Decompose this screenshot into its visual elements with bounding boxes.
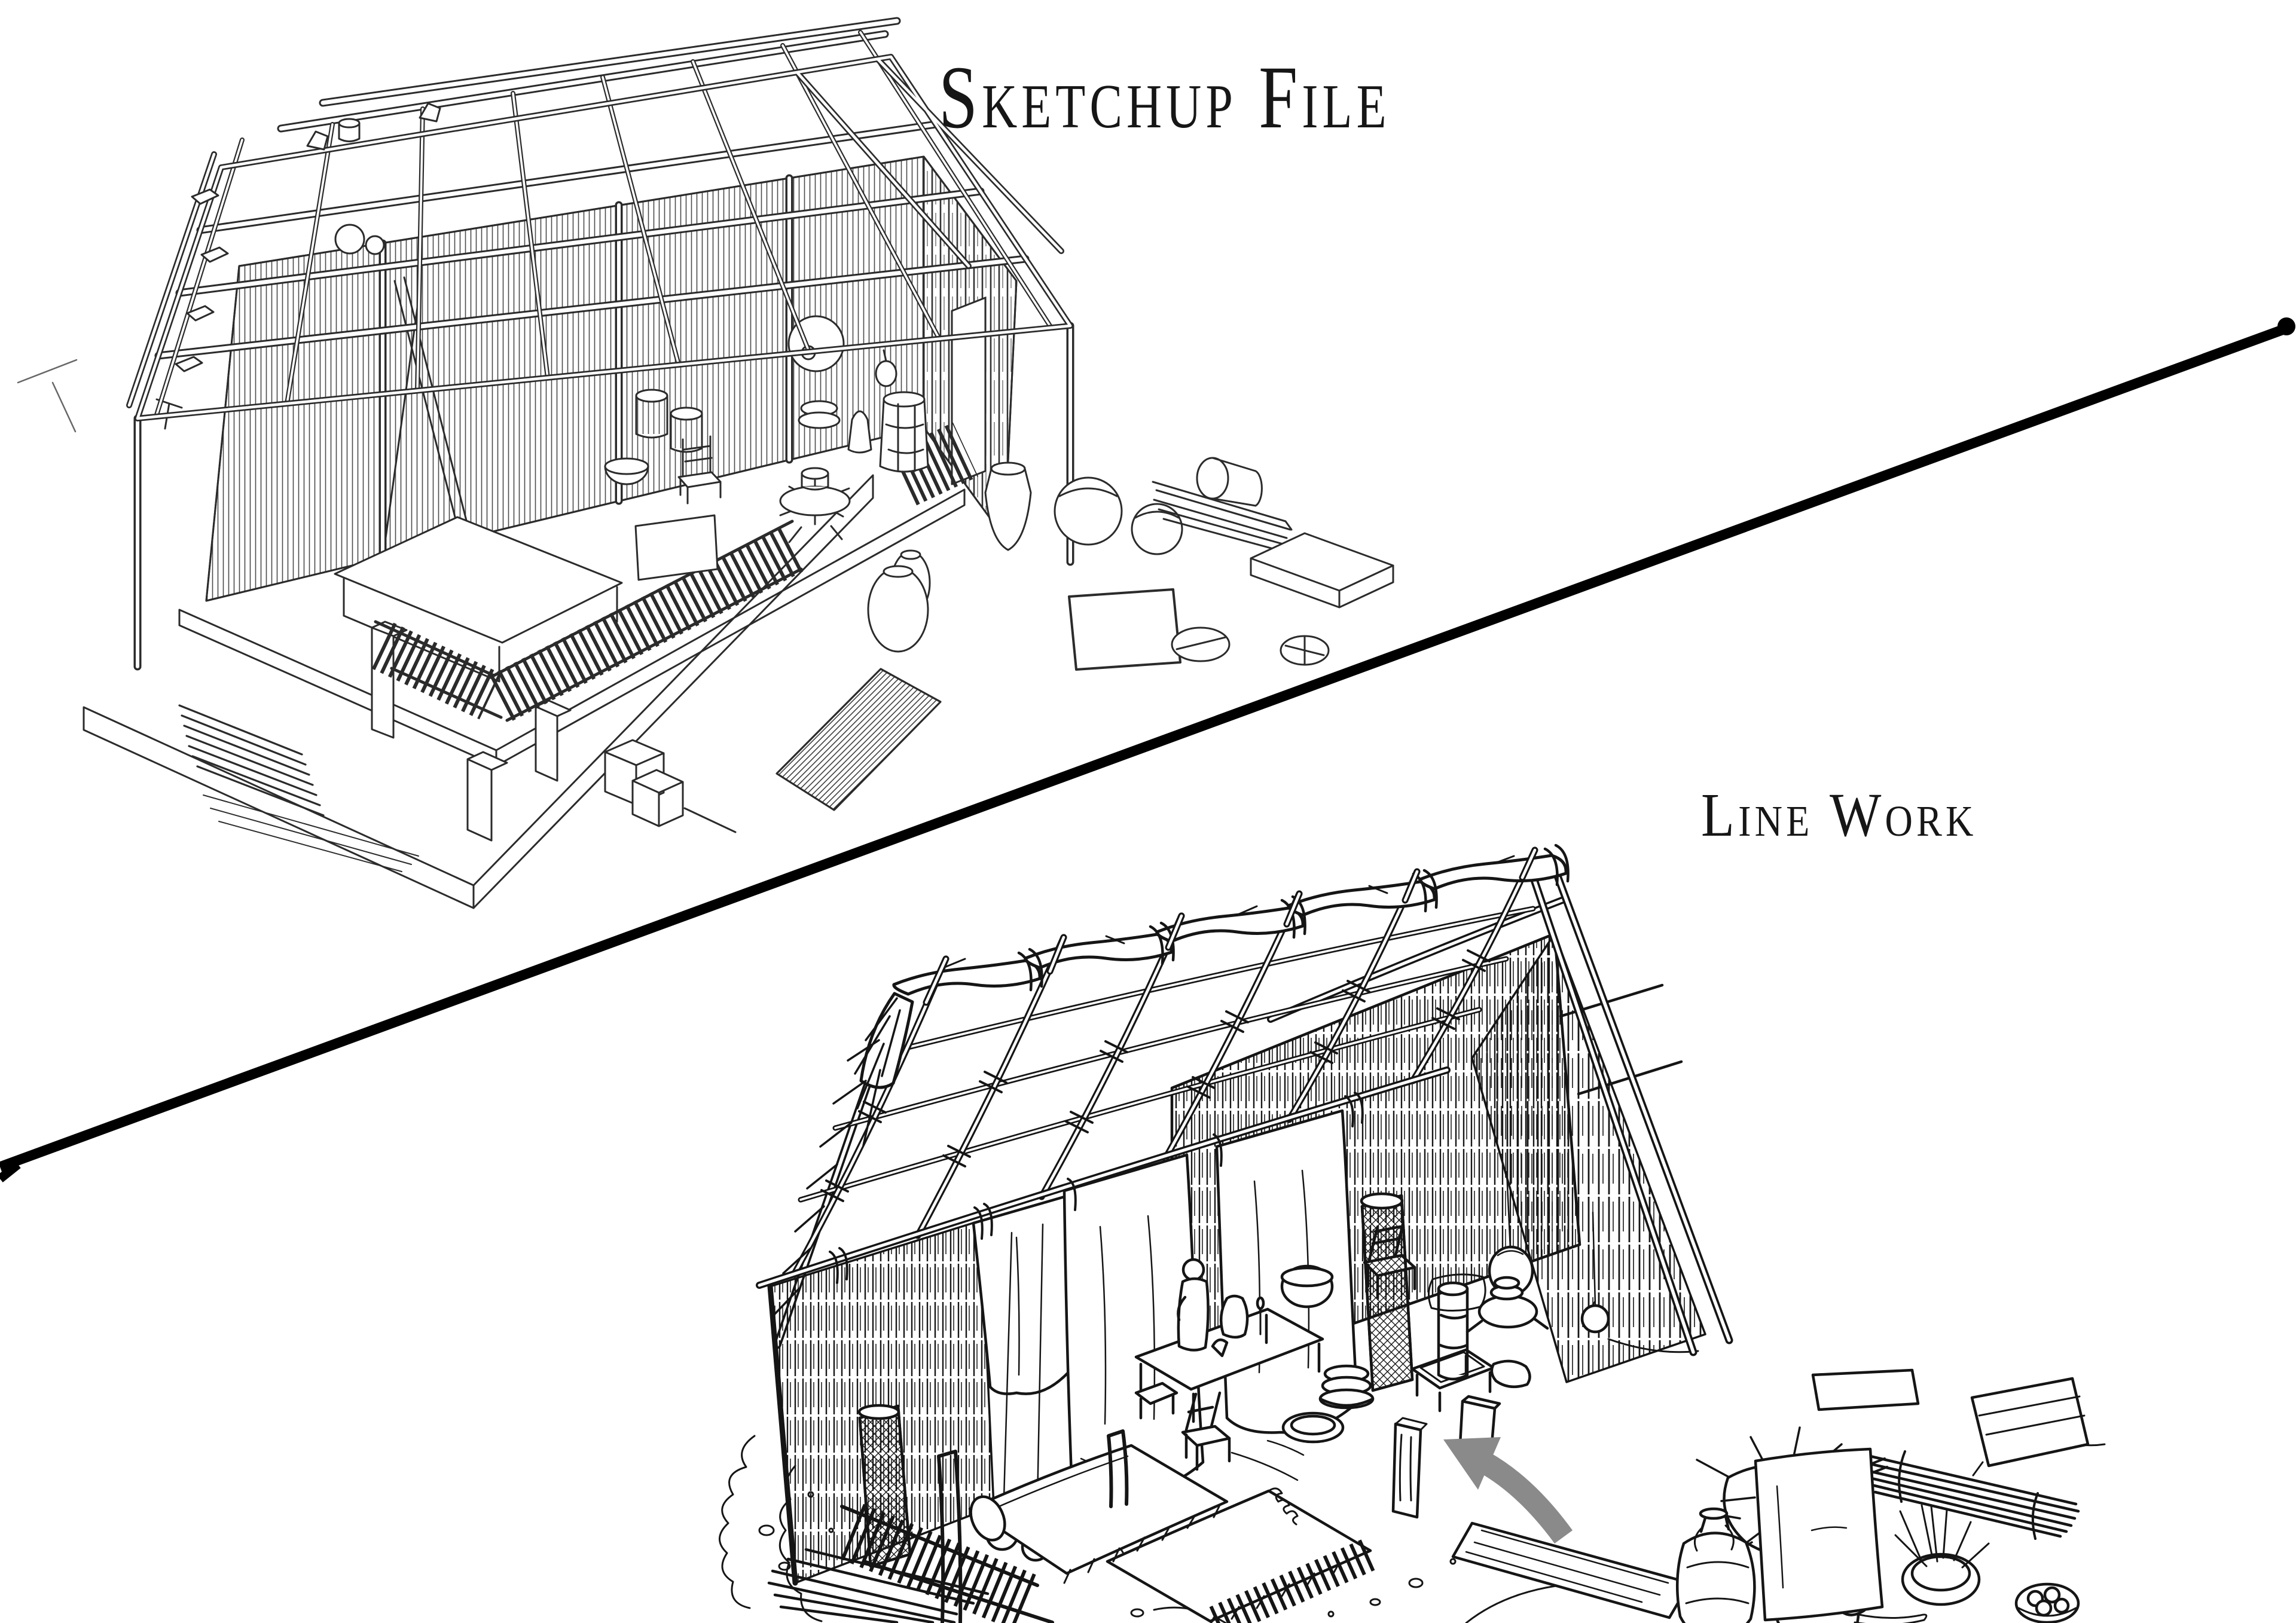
bowls [1171,626,1330,666]
line-work-label: Line Work [1701,781,1977,849]
picket-fence [371,422,979,722]
stool-chair [1181,1391,1231,1471]
divider-end-dot [2277,317,2295,335]
gable-wall [923,155,1018,539]
outdoor-pots [1054,457,1263,555]
slab-box [1250,532,1394,609]
picket-fence-linework [840,1503,1376,1623]
plank-bundle [1152,481,1296,556]
rail-lashings [829,1092,1364,1284]
left-gable-fringe [773,1039,880,1316]
direction-arrow-annotation [1443,1437,1573,1543]
firepit [779,467,851,543]
pot-on-ridge [338,118,361,142]
figurine [1177,1258,1210,1352]
ground-mats [1754,1368,2090,1622]
rough-posts [937,1429,1129,1623]
baskets [1318,1364,1375,1410]
egg-bowl [2014,1582,2080,1623]
ground-plank [1451,1521,1692,1619]
sketchup-file-label: Sketchup File [939,48,1391,147]
shrine [1134,1258,1324,1423]
background-lines [17,359,78,433]
interior-furniture [1134,1192,1549,1481]
log-sleepers [767,1548,990,1623]
tall-jar [1437,1281,1469,1381]
right-gable [1471,933,1706,1383]
log-pile [178,704,419,872]
amphora [1675,1507,1756,1623]
roof-frame [129,21,1070,418]
fur-beds [968,1444,1372,1623]
straw-bowl [1894,1504,1990,1606]
linework-illustration [719,843,2106,1623]
bed-platform [334,516,623,683]
hearth [1465,1276,1549,1334]
interior-clutter [604,389,1032,653]
crosshatch-roll-right [1360,1192,1414,1392]
pole-bundle [1865,1450,2080,1540]
sketchup-illustration [17,0,1394,909]
leaning-planks [384,276,471,539]
plain-mat [1068,588,1181,671]
crates [604,739,737,833]
